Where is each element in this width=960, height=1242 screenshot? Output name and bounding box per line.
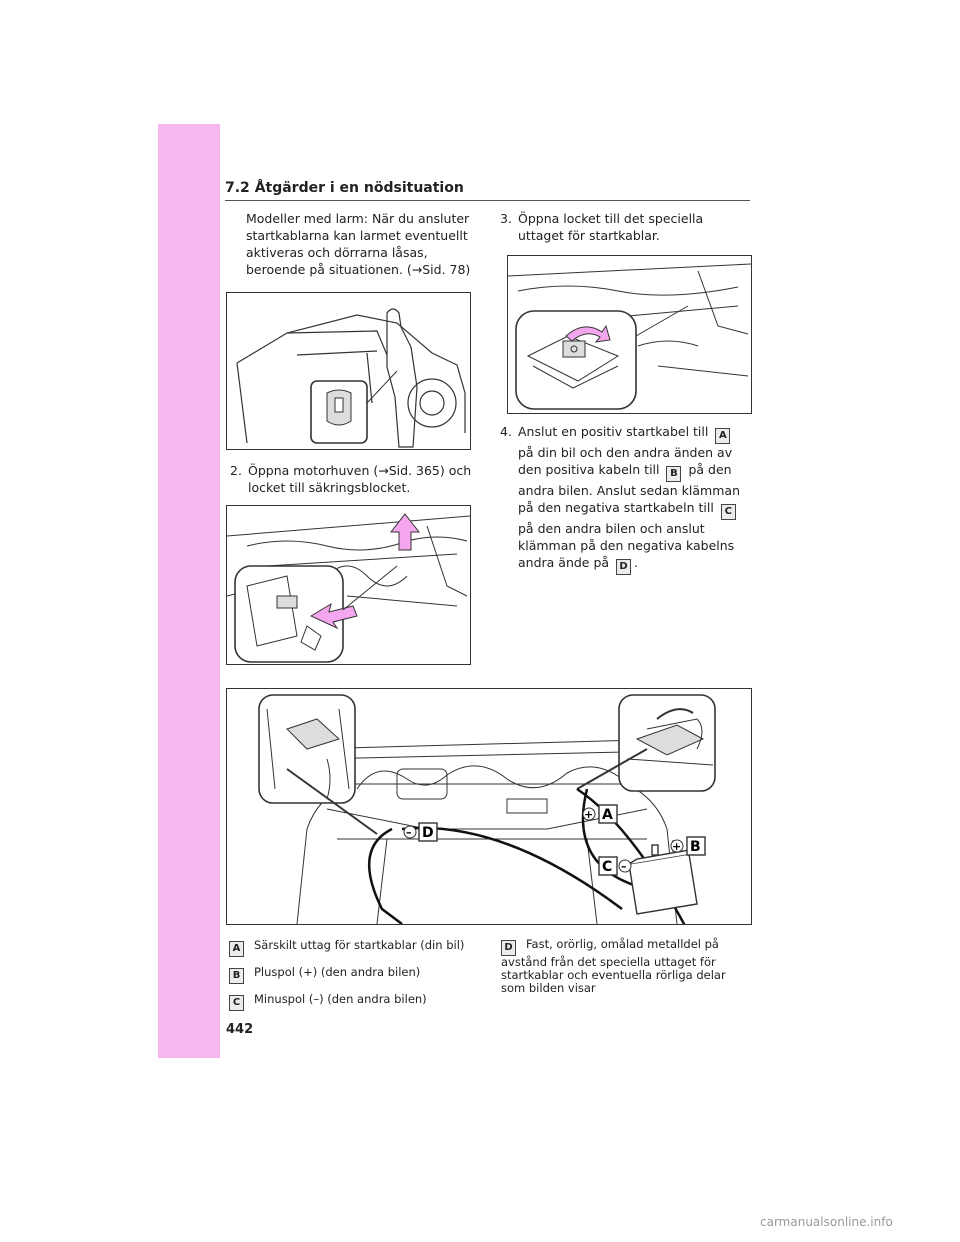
- svg-text:+: +: [672, 840, 681, 853]
- svg-text:–: –: [406, 826, 412, 839]
- label-d-tag: D: [616, 559, 632, 575]
- figure-fuse-block: [226, 505, 471, 665]
- step-3: 3. Öppna locket till det speciella uttag…: [500, 210, 750, 244]
- section-number: 7.2: [225, 180, 250, 196]
- label-b-tag: B: [666, 466, 682, 482]
- diagram-label-d: D: [422, 825, 434, 841]
- fuse-block-illustration: [227, 513, 470, 663]
- step-text: Anslut en positiv startkabel till A på d…: [518, 423, 752, 575]
- step-4: 4. Anslut en positiv startkabel till A p…: [500, 423, 752, 575]
- diagram-label-b: B: [690, 839, 701, 855]
- step-2: 2. Öppna motorhuven (→Sid. 365) och lock…: [230, 462, 475, 496]
- label-c-tag: C: [720, 504, 736, 520]
- watermark: carmanualsonline.info: [760, 1215, 893, 1229]
- car-key-illustration: [236, 308, 466, 448]
- step-number: 4.: [500, 424, 512, 439]
- terminal-cover-illustration: [508, 263, 751, 410]
- diagram-label-c: C: [602, 859, 612, 875]
- diagram-label-a: A: [602, 807, 613, 823]
- label-a-tag: A: [715, 428, 731, 444]
- jump-start-illustration: A + B + C – D –: [258, 694, 716, 924]
- section-header: 7.2 Åtgärder i en nödsituation: [225, 178, 750, 201]
- step-number: 3.: [500, 211, 512, 226]
- figure-jump-start-diagram: A + B + C – D –: [226, 688, 752, 925]
- step-text: Öppna motorhuven (→Sid. 365) och locket …: [248, 463, 472, 495]
- figure-terminal-cover: [507, 255, 752, 414]
- svg-text:+: +: [584, 808, 593, 821]
- chapter-side-tab: [158, 124, 220, 1058]
- section-title: Åtgärder i en nödsituation: [254, 180, 464, 196]
- step-number: 2.: [230, 463, 242, 478]
- svg-text:–: –: [621, 860, 627, 873]
- alarm-note: Modeller med larm: När du ansluter start…: [246, 211, 471, 277]
- step-text: Öppna locket till det speciella uttaget …: [518, 211, 704, 243]
- page-number: 442: [226, 1022, 254, 1037]
- figure-car-key: [226, 292, 471, 450]
